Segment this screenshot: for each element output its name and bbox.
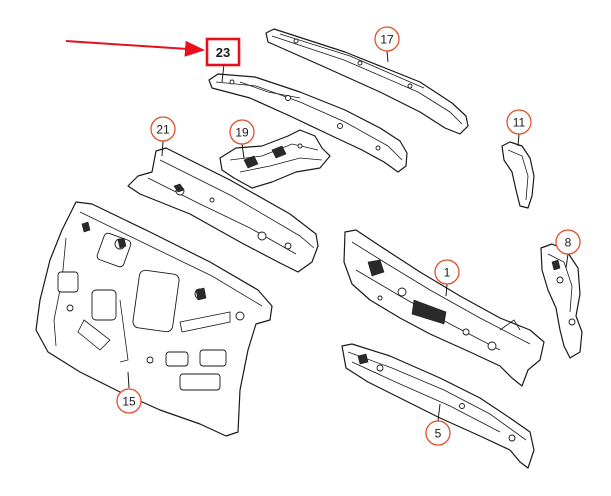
callout-21[interactable]: 21	[150, 116, 176, 142]
callout-8[interactable]: 8	[555, 229, 581, 255]
callout-5[interactable]: 5	[425, 420, 451, 446]
part-23-lower-rail[interactable]	[208, 73, 408, 173]
callout-15-label: 15	[122, 395, 136, 409]
callout-8-label: 8	[565, 236, 572, 250]
callout-19[interactable]: 19	[229, 119, 255, 145]
leader-line-1	[445, 283, 448, 297]
part-8-side-bracket[interactable]	[540, 243, 583, 359]
callout-21-label: 21	[156, 123, 170, 137]
part-17-upper-rail[interactable]	[265, 28, 469, 135]
callout-17-label: 17	[380, 33, 394, 47]
part-15-firewall-panel[interactable]	[35, 201, 273, 437]
part-21-cowl-panel[interactable]	[127, 147, 319, 273]
callout-11-label: 11	[513, 116, 526, 130]
callout-23[interactable]: 23	[205, 37, 241, 67]
leader-line-21	[161, 140, 164, 157]
leader-line-17	[386, 50, 389, 63]
part-11-bracket[interactable]	[501, 141, 535, 209]
part-5-lower-crossmember[interactable]	[341, 343, 535, 469]
callout-11[interactable]: 11	[506, 109, 532, 135]
leader-line-23	[221, 63, 225, 83]
leader-line-8	[565, 253, 569, 269]
callout-15[interactable]: 15	[116, 388, 142, 414]
part-1-bulkhead[interactable]	[343, 229, 545, 387]
pointer-arrow-icon	[65, 40, 205, 57]
callout-1-label: 1	[444, 266, 451, 280]
callout-23-label: 23	[216, 45, 230, 60]
callout-1[interactable]: 1	[434, 259, 460, 285]
leader-line-19	[241, 143, 245, 159]
leader-line-11	[517, 133, 520, 147]
leader-line-5	[437, 403, 441, 422]
callout-19-label: 19	[235, 126, 249, 140]
callout-5-label: 5	[435, 427, 442, 441]
part-19-bracket[interactable]	[219, 129, 331, 189]
leader-line-15	[127, 371, 130, 389]
callout-17[interactable]: 17	[374, 26, 400, 52]
